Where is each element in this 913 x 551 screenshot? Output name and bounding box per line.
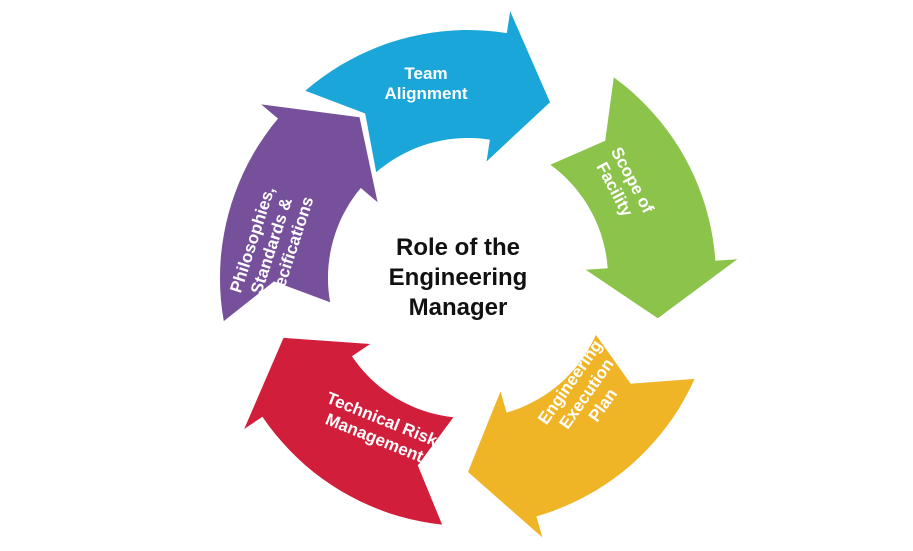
arrow-engineering-execution-plan xyxy=(468,334,695,538)
arrow-philosophies-standards xyxy=(220,104,378,322)
arrow-scope-of-facility xyxy=(550,77,738,319)
arrow-team-alignment xyxy=(305,11,550,173)
arrow-technical-risk-management xyxy=(244,337,454,525)
